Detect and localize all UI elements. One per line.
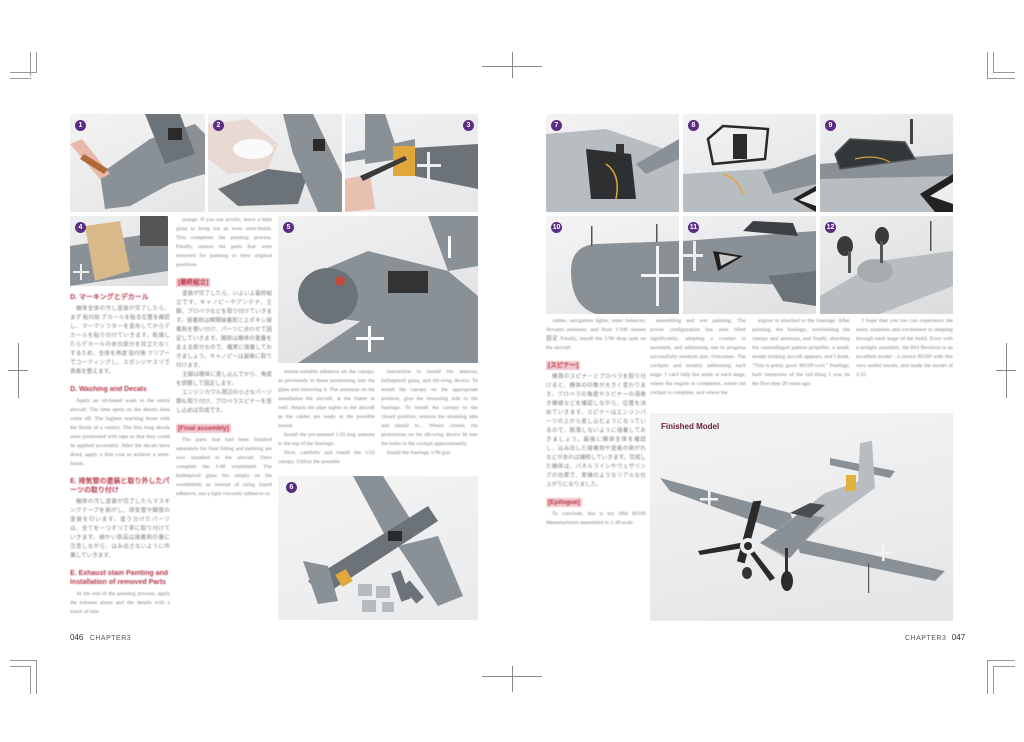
cockpit-image bbox=[546, 129, 679, 212]
finished-model-label: Finished Model bbox=[661, 422, 720, 431]
right-page-folio: CHAPTER3 047 bbox=[905, 633, 965, 642]
canopy-frame-image bbox=[683, 124, 816, 212]
aircraft-topview-image bbox=[303, 476, 463, 612]
body-paragraph: 機体の汚し塗装が完了したらマスキングテープを剥がし、排気管や脚部の塗装を行います… bbox=[70, 499, 170, 559]
text-column-2: orange. If you use acrylic, leave a litt… bbox=[176, 216, 272, 626]
nose-cowling-image bbox=[571, 224, 679, 314]
section-heading-spinner-jp: [スピナー] bbox=[546, 361, 581, 370]
chapter-label: CHAPTER3 bbox=[905, 635, 947, 642]
body-paragraph: エンジンカウル周辺の小さなパーツ類も取り付け、プロペラスピナーを差し込めば完成で… bbox=[176, 390, 272, 414]
right-page: 7 8 9 bbox=[512, 0, 1024, 742]
step-photo-5: 5 bbox=[278, 216, 478, 363]
aircraft-wing-image bbox=[70, 114, 205, 209]
step-number-badge: 7 bbox=[551, 120, 562, 131]
step-photo-4: 4 bbox=[70, 216, 168, 286]
crop-mark-top-left bbox=[10, 52, 40, 82]
body-paragraph: orange. If you use acrylic, leave a litt… bbox=[176, 217, 272, 268]
aircraft-masking-image bbox=[70, 216, 168, 286]
step-photo-10: 10 bbox=[546, 216, 679, 314]
step-number-badge: 4 bbox=[75, 222, 86, 233]
body-paragraph: assembling and wet painting. The power c… bbox=[650, 318, 746, 396]
section-heading-final-assembly-en: [Final assembly] bbox=[176, 424, 231, 433]
body-paragraph: engine is attached to the fuselage. Afte… bbox=[752, 318, 850, 387]
step-photo-7: 7 bbox=[546, 114, 679, 212]
aircraft-tail-image bbox=[345, 114, 478, 212]
step-number-badge: 9 bbox=[825, 120, 836, 131]
step-photo-3: 3 bbox=[345, 114, 478, 212]
step-photo-9: 9 bbox=[820, 114, 953, 212]
left-page-folio: 046 CHAPTER3 bbox=[70, 633, 131, 642]
body-paragraph: cables, navigation lights, outer balance… bbox=[546, 318, 646, 351]
body-paragraph: Apply an oil-based wash to the entire ai… bbox=[70, 398, 170, 467]
canopy-installed-image bbox=[820, 119, 953, 212]
text-column-3a: mount-suitable adhesive on the canopy, a… bbox=[278, 368, 375, 473]
aircraft-cleaning-image bbox=[208, 114, 342, 212]
step-number-badge: 6 bbox=[286, 482, 297, 493]
page-number: 047 bbox=[951, 633, 966, 642]
aircraft-fuselage-image bbox=[298, 216, 478, 363]
step-number-badge: 2 bbox=[213, 120, 224, 131]
crop-mark-bottom-right bbox=[984, 660, 1015, 694]
chapter-label: CHAPTER3 bbox=[89, 635, 132, 642]
registration-mark-top-v bbox=[512, 52, 513, 78]
body-paragraph: Install the pre-painted 1/35 bug antenna… bbox=[278, 432, 375, 447]
step-photo-1: 1 bbox=[70, 114, 205, 212]
body-paragraph: To conclude, this is my fifth Bf109 Mess… bbox=[546, 511, 646, 526]
text-column-r2: assembling and wet painting. The power c… bbox=[650, 317, 746, 407]
body-paragraph: 機体全体の汚し塗装が完了したら、まず 貼付前 デカールを貼る位置を確認し、マーク… bbox=[70, 306, 170, 375]
landing-gear-image bbox=[820, 221, 953, 314]
body-paragraph: mount-suitable adhesive on the canopy, a… bbox=[278, 369, 375, 429]
section-heading-e-jp: E. 排気管の塗装と取り外したパーツの取り付け bbox=[70, 478, 170, 494]
text-column-r4: I hope that you too can experience the m… bbox=[856, 317, 953, 377]
step-number-badge: 5 bbox=[283, 222, 294, 233]
step-number-badge: 10 bbox=[551, 222, 562, 233]
finished-aircraft-image bbox=[660, 441, 945, 593]
finished-model-photo: Finished Model bbox=[650, 413, 953, 621]
section-heading-final-assembly-jp: [最終組立] bbox=[176, 278, 211, 287]
left-page: 1 2 3 bbox=[70, 114, 478, 642]
text-column-r3: engine is attached to the fuselage. Afte… bbox=[752, 317, 850, 407]
step-photo-6: 6 bbox=[278, 476, 478, 620]
section-heading-e-en: E. Exhaust stain Painting and Installati… bbox=[70, 570, 169, 586]
step-number-badge: 8 bbox=[688, 120, 699, 131]
body-paragraph: The parts that had been finished separat… bbox=[176, 437, 272, 497]
body-paragraph: I hope that you too can experience the m… bbox=[856, 318, 953, 377]
body-paragraph: Install the fuselage 1/96 gun bbox=[387, 450, 451, 456]
step-photo-2: 2 bbox=[208, 114, 342, 212]
fuselage-chevron-image bbox=[683, 221, 816, 306]
registration-mark-right-v bbox=[1006, 343, 1007, 398]
body-paragraph: 塗装が完了したら、いよいよ最終組立です。キャノピーやアンテナ、主脚、プロペラなど… bbox=[176, 291, 272, 369]
registration-mark-left-v bbox=[18, 343, 19, 398]
step-photo-12: 12 bbox=[820, 216, 953, 314]
body-paragraph: 機首のスピナーとプロペラを取り付けると、機体の印象が大きく変わります。プロペラの… bbox=[546, 374, 646, 488]
text-column-3b: instruction to install the antenna, bull… bbox=[381, 368, 478, 473]
text-column-1: D. マーキングとデカール 機体全体の汚し塗装が完了したら、まず 貼付前 デカー… bbox=[70, 287, 170, 627]
registration-mark-bottom-v bbox=[512, 666, 513, 692]
step-number-badge: 3 bbox=[463, 120, 474, 131]
step-number-badge: 12 bbox=[825, 222, 836, 233]
page-number: 046 bbox=[70, 633, 84, 642]
step-number-badge: 11 bbox=[688, 222, 699, 233]
step-photo-8: 8 bbox=[683, 114, 816, 212]
body-paragraph: At the end of the painting process, appl… bbox=[70, 591, 170, 615]
section-heading-d-jp: D. マーキングとデカール bbox=[70, 294, 149, 301]
body-paragraph: instruction to install the antenna, bull… bbox=[381, 369, 478, 447]
body-paragraph: 主脚は機体に差し込んでから、角度を調整して固定します。 bbox=[176, 372, 272, 387]
section-heading-epilogue: [Epilogue] bbox=[546, 498, 582, 507]
section-heading-d-en: D. Washing and Decals bbox=[70, 386, 147, 393]
step-number-badge: 1 bbox=[75, 120, 86, 131]
step-photo-11: 11 bbox=[683, 216, 816, 314]
text-column-r1: cables, navigation lights, outer balance… bbox=[546, 317, 646, 627]
crop-mark-top-right bbox=[984, 52, 1015, 82]
body-paragraph: Next, carefully and install the 1/32 can… bbox=[278, 450, 375, 465]
crop-mark-bottom-left bbox=[10, 660, 40, 694]
